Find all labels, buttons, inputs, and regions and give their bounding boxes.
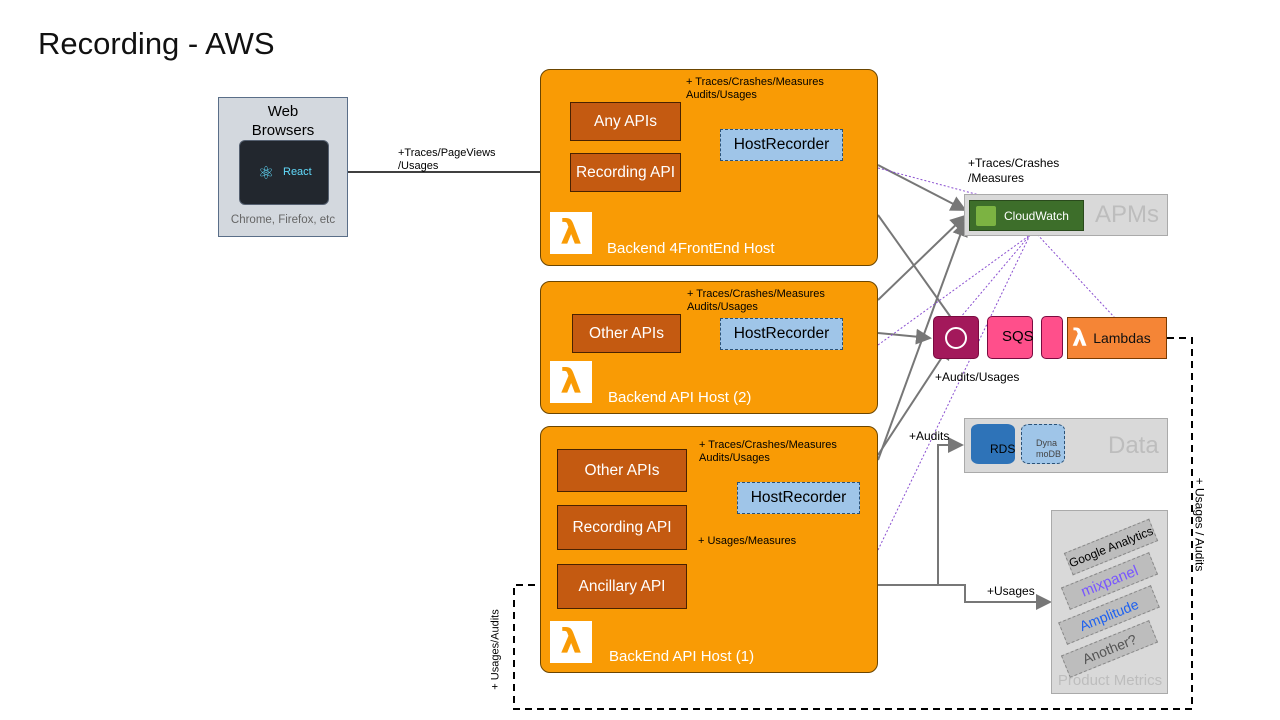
react-chip [239, 140, 329, 205]
api1-ancillary-api: Ancillary API [557, 564, 687, 609]
dynamodb-label-line2: moDB [1036, 449, 1062, 459]
lambdas-box: λ Lambdas [1067, 317, 1167, 359]
api1-other-apis: Other APIs [557, 449, 687, 492]
apm-edge-label: +Traces/Crashes /Measures [968, 156, 1059, 186]
lambdas-label: Lambdas [1093, 330, 1151, 346]
dynamodb-label: Dyna moDB [1036, 438, 1061, 460]
browser-edge-label: +Traces/PageViews /Usages [398, 147, 496, 173]
apm-edge-label-line1: +Traces/Crashes [968, 156, 1060, 170]
api2-host-name: Backend API Host (2) [608, 389, 752, 406]
cloudwatch-label: CloudWatch [1004, 208, 1069, 223]
browsers-subtitle: Chrome, Firefox, etc [230, 214, 336, 226]
lambda-icon: λ [550, 621, 592, 663]
host1-loop-label: + Usages/Audits [489, 609, 502, 690]
frontend-host-recorder: HostRecorder [720, 129, 843, 161]
sqs-label: SQS [1002, 328, 1034, 345]
sqs-queue [987, 316, 1033, 359]
api1-host-note: + Traces/Crashes/Measures Audits/Usages [699, 439, 837, 465]
api2-host-note-line2: Audits/Usages [687, 301, 758, 313]
data-title: Data [1108, 432, 1159, 459]
web-browsers-label: Web Browsers [218, 102, 348, 140]
lambda-icon: λ [1072, 324, 1088, 352]
api1-usages-note: + Usages/Measures [698, 535, 797, 547]
frontend-any-apis: Any APIs [570, 102, 681, 141]
api1-recording-api: Recording API [557, 505, 687, 550]
rds-icon [971, 424, 1015, 464]
web-browsers-label-line1: Web [267, 103, 299, 120]
cloudwatch-icon [976, 205, 996, 226]
eventbridge-icon [933, 316, 979, 359]
metrics-edge-label: +Usages [987, 584, 1035, 598]
api1-host-recorder: HostRecorder [737, 482, 860, 514]
apms-title: APMs [1095, 201, 1160, 228]
web-browsers-label-line2: Browsers [251, 122, 315, 139]
api2-host-note-line1: + Traces/Crashes/Measures [687, 288, 825, 300]
cloudwatch-box: CloudWatch [969, 200, 1084, 231]
queue-edge-label: +Audits/Usages [935, 370, 1020, 384]
data-edge-label: +Audits [909, 429, 950, 443]
frontend-host-note-line2: Audits/Usages [686, 89, 757, 101]
apm-edge-label-line2: /Measures [968, 171, 1025, 185]
frontend-host-note: + Traces/Crashes/Measures Audits/Usages [686, 76, 824, 102]
product-metrics-title: Product Metrics [1057, 672, 1163, 689]
api2-other-apis: Other APIs [572, 314, 681, 353]
sqs-queue-end [1041, 316, 1063, 359]
frontend-recording-api: Recording API [570, 153, 681, 192]
api1-host-note-line2: Audits/Usages [699, 452, 770, 464]
lambda-icon: λ [550, 212, 592, 254]
react-icon: ⚛ [258, 163, 275, 183]
browser-edge-label-line2: /Usages [398, 160, 439, 172]
lambdas-loop-label: + Usages / Audits [1192, 477, 1207, 572]
dynamodb-icon [1021, 424, 1065, 464]
react-label: React [283, 166, 312, 178]
frontend-host-note-line1: + Traces/Crashes/Measures [686, 76, 824, 88]
browser-edge-label-line1: +Traces/PageViews [398, 147, 496, 159]
api1-host-note-line1: + Traces/Crashes/Measures [699, 439, 837, 451]
page-title: Recording - AWS [38, 26, 275, 61]
dynamodb-label-line1: Dyna [1036, 438, 1058, 448]
api2-host-recorder: HostRecorder [720, 318, 843, 350]
api1-host-name: BackEnd API Host (1) [609, 648, 755, 665]
lambda-icon: λ [550, 361, 592, 403]
api2-host-note: + Traces/Crashes/Measures Audits/Usages [687, 288, 825, 314]
frontend-host-name: Backend 4FrontEnd Host [607, 240, 775, 257]
rds-label: RDS [990, 442, 1016, 456]
